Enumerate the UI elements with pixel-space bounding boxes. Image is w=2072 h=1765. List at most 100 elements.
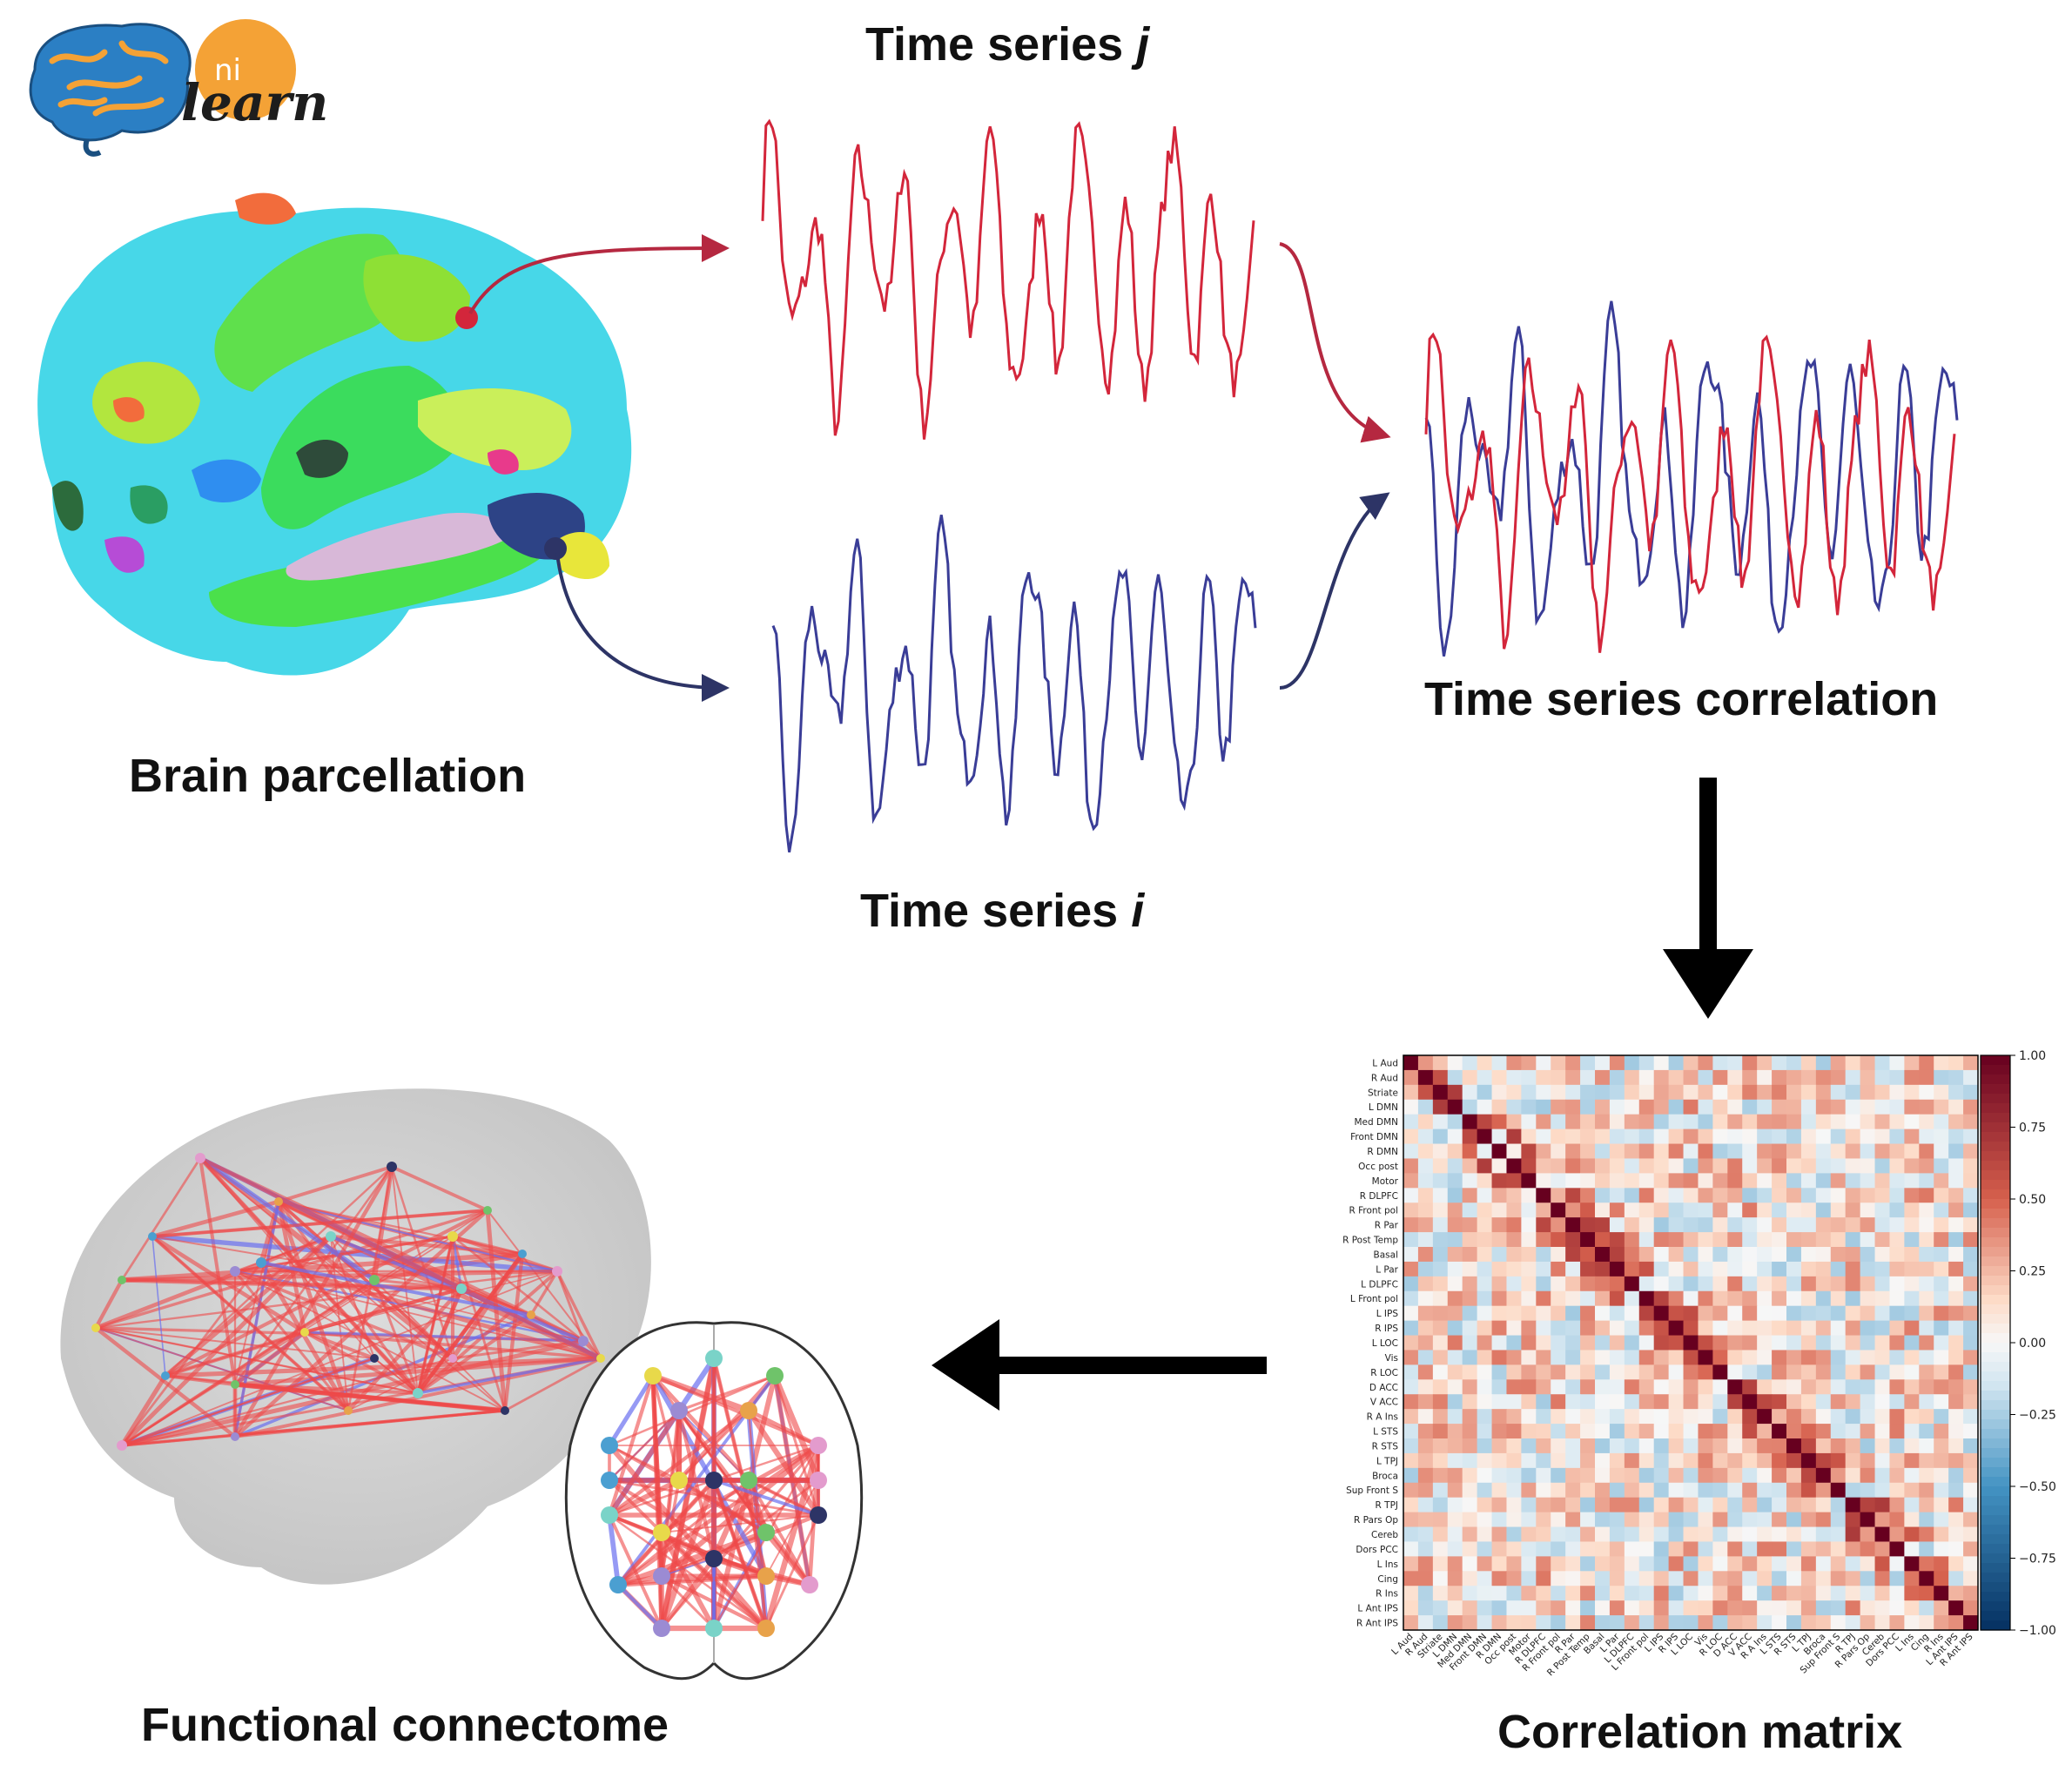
matrix-cell: [1432, 1305, 1449, 1322]
matrix-cell: [1772, 1290, 1787, 1307]
matrix-cell: [1432, 1409, 1449, 1425]
matrix-cell: [1565, 1055, 1581, 1071]
matrix-cell: [1653, 1069, 1670, 1086]
matrix-cell: [1551, 1364, 1566, 1380]
matrix-cell: [1698, 1438, 1713, 1454]
matrix-cell: [1668, 1424, 1685, 1439]
matrix-cell: [1595, 1188, 1611, 1203]
matrix-cell: [1757, 1586, 1773, 1601]
matrix-cell: [1860, 1556, 1876, 1572]
matrix-cell: [1934, 1409, 1949, 1425]
matrix-cell: [1845, 1158, 1861, 1174]
matrix-cell: [1800, 1128, 1817, 1145]
connectome-node: [117, 1440, 127, 1451]
matrix-cell: [1447, 1467, 1463, 1484]
matrix-cell: [1845, 1541, 1861, 1557]
matrix-cell: [1506, 1069, 1522, 1086]
label-time-series-correlation: Time series correlation: [1424, 673, 1939, 725]
matrix-cell: [1712, 1305, 1728, 1322]
matrix-cell: [1551, 1512, 1566, 1528]
matrix-cell: [1580, 1217, 1596, 1233]
matrix-cell: [1432, 1394, 1449, 1410]
matrix-cell: [1462, 1379, 1478, 1395]
matrix-cell: [1491, 1482, 1508, 1499]
matrix-cell: [1963, 1350, 1979, 1365]
matrix-cell: [1815, 1571, 1832, 1586]
matrix-cell: [1800, 1247, 1817, 1263]
colorbar-segment: [1981, 1122, 2010, 1133]
matrix-cell: [1786, 1335, 1802, 1351]
matrix-cell: [1417, 1526, 1434, 1543]
matrix-cell: [1506, 1290, 1522, 1307]
matrix-cell: [1742, 1217, 1758, 1233]
matrix-cell: [1800, 1305, 1817, 1322]
matrix-cell: [1757, 1526, 1773, 1543]
matrix-cell: [1477, 1173, 1493, 1189]
matrix-cell: [1845, 1261, 1861, 1277]
matrix-cell: [1742, 1099, 1758, 1115]
matrix-cell: [1462, 1261, 1478, 1277]
matrix-cell: [1845, 1364, 1861, 1380]
connectome-node: [326, 1231, 336, 1242]
matrix-cell: [1889, 1600, 1905, 1616]
matrix-cell: [1624, 1305, 1640, 1322]
matrix-cell: [1919, 1276, 1934, 1292]
matrix-cell: [1845, 1232, 1861, 1248]
matrix-cell: [1757, 1202, 1773, 1218]
matrix-cell: [1830, 1099, 1847, 1115]
matrix-cell: [1447, 1128, 1463, 1145]
matrix-cell: [1609, 1188, 1625, 1203]
matrix-cell: [1830, 1158, 1847, 1174]
matrix-cell: [1653, 1438, 1670, 1454]
matrix-cell: [1698, 1615, 1713, 1631]
matrix-row-label: R LOC: [1370, 1368, 1398, 1378]
matrix-cell: [1712, 1232, 1728, 1248]
matrix-cell: [1653, 1452, 1670, 1469]
matrix-cell: [1948, 1615, 1964, 1631]
matrix-cell: [1963, 1305, 1979, 1322]
matrix-cell: [1919, 1409, 1934, 1425]
matrix-cell: [1815, 1173, 1832, 1189]
matrix-cell: [1565, 1526, 1581, 1543]
matrix-cell: [1536, 1202, 1551, 1218]
connectome-edge: [764, 1531, 812, 1586]
matrix-cell: [1919, 1290, 1934, 1307]
matrix-cell: [1712, 1409, 1728, 1425]
matrix-cell: [1565, 1158, 1581, 1174]
matrix-cell: [1653, 1305, 1670, 1322]
matrix-cell: [1536, 1173, 1551, 1189]
matrix-cell: [1830, 1394, 1847, 1410]
matrix-cell: [1506, 1305, 1522, 1322]
matrix-cell: [1447, 1512, 1463, 1528]
matrix-cell: [1845, 1394, 1861, 1410]
matrix-cell: [1462, 1217, 1478, 1233]
colorbar-segment: [1981, 1582, 2010, 1593]
matrix-cell: [1860, 1158, 1876, 1174]
matrix-cell: [1772, 1128, 1787, 1145]
connectome-edge: [278, 1165, 393, 1203]
matrix-cell: [1491, 1615, 1508, 1631]
matrix-cell: [1934, 1541, 1949, 1557]
matrix-cell: [1757, 1261, 1773, 1277]
matrix-cell: [1417, 1069, 1434, 1086]
matrix-cell: [1948, 1143, 1964, 1160]
matrix-cell: [1757, 1069, 1773, 1086]
matrix-cell: [1447, 1320, 1463, 1337]
matrix-cell: [1653, 1409, 1670, 1425]
time-series-i-line: [771, 515, 1257, 852]
matrix-cell: [1417, 1261, 1434, 1277]
matrix-cell: [1447, 1143, 1463, 1160]
matrix-cell: [1653, 1364, 1670, 1380]
matrix-cell: [1417, 1158, 1434, 1174]
matrix-cell: [1860, 1202, 1876, 1218]
connectome-node: [757, 1620, 775, 1637]
matrix-cell: [1786, 1571, 1802, 1586]
matrix-cell: [1963, 1084, 1979, 1101]
matrix-cell: [1800, 1084, 1817, 1101]
colorbar-segment: [1981, 1256, 2010, 1267]
matrix-cell: [1800, 1335, 1817, 1351]
matrix-cell: [1698, 1467, 1713, 1484]
matrix-cell: [1417, 1379, 1434, 1395]
matrix-cell: [1609, 1615, 1625, 1631]
matrix-cell: [1874, 1350, 1891, 1365]
